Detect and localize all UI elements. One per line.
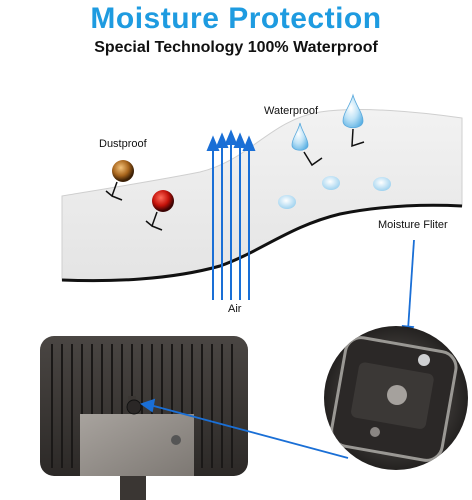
waterproof-label: Waterproof xyxy=(264,105,319,117)
dustproof-label: Dustproof xyxy=(99,138,147,150)
page-subtitle: Special Technology 100% Waterproof xyxy=(94,39,378,56)
membrane xyxy=(61,109,463,283)
dust-particle-red xyxy=(145,190,174,231)
water-beads xyxy=(278,176,391,209)
flood-light xyxy=(40,336,248,500)
dust-particle-brown xyxy=(105,160,134,201)
page-title: Moisture Protection xyxy=(90,2,382,35)
air-label: Air xyxy=(228,303,242,315)
moisture-filter-closeup xyxy=(324,326,468,470)
water-drop-right xyxy=(342,93,365,148)
moisture-filter-label: Moisture Fliter xyxy=(378,219,448,231)
air-flow-icon xyxy=(206,129,256,300)
water-drop-left xyxy=(291,122,323,167)
